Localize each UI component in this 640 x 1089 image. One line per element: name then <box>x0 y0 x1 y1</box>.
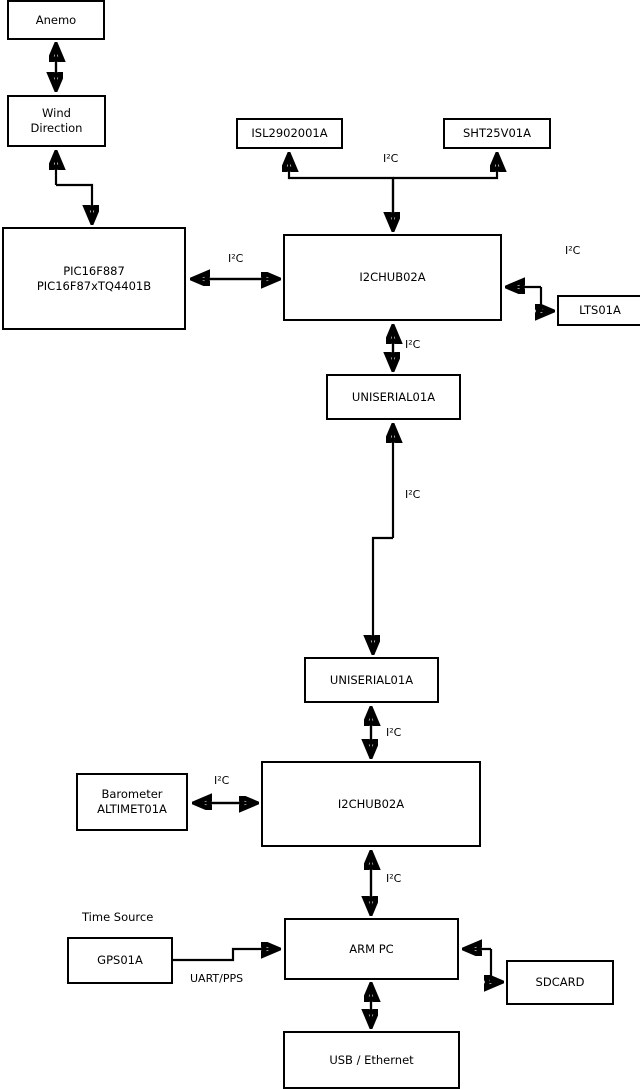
wire-hubtop-lts <box>509 287 551 311</box>
edge-label-pic-hub: I²C <box>227 252 245 265</box>
edge-label-hub-lts: I²C <box>564 244 582 257</box>
edge-label-gps-armpc: UART/PPS <box>189 972 245 985</box>
node-isl2902001a[interactable]: ISL2902001A <box>236 118 343 149</box>
node-usb-ethernet[interactable]: USB / Ethernet <box>283 1031 460 1089</box>
node-gps01a[interactable]: GPS01A <box>67 937 173 984</box>
node-i2chub02a-top[interactable]: I2CHUB02A <box>283 234 502 321</box>
wire-uniserial-link <box>373 427 393 651</box>
label-time-source: Time Source <box>82 910 154 924</box>
wire-armpc-sdcard <box>466 949 500 982</box>
node-pic-mcu[interactable]: PIC16F887 PIC16F87xTQ4401B <box>2 227 186 330</box>
wire-gps-armpc <box>173 949 277 962</box>
edge-label-hub-armpc: I²C <box>385 872 403 885</box>
node-arm-pc[interactable]: ARM PC <box>284 918 459 980</box>
node-sdcard[interactable]: SDCARD <box>506 960 614 1005</box>
edge-label-uniserial-hub-bottom: I²C <box>385 726 403 739</box>
node-lts01a[interactable]: LTS01A <box>557 295 640 326</box>
node-sht25v01a[interactable]: SHT25V01A <box>443 118 551 149</box>
wire-wind-pic <box>56 154 92 221</box>
wire-hubtop-sensors <box>289 156 497 228</box>
edge-label-uniserial-link: I²C <box>404 488 422 501</box>
node-i2chub02a-bottom[interactable]: I2CHUB02A <box>261 761 481 847</box>
node-uniserial01a-top[interactable]: UNISERIAL01A <box>326 374 461 420</box>
edge-label-hub-uniserial: I²C <box>404 338 422 351</box>
node-barometer-altimet01a[interactable]: Barometer ALTIMET01A <box>76 773 188 831</box>
edge-label-isl-sht-bus: I²C <box>382 152 400 165</box>
edge-label-barometer-hub: I²C <box>213 774 231 787</box>
node-uniserial01a-bottom[interactable]: UNISERIAL01A <box>304 657 439 703</box>
node-anemo[interactable]: Anemo <box>7 0 105 40</box>
node-wind-direction[interactable]: Wind Direction <box>7 95 106 147</box>
